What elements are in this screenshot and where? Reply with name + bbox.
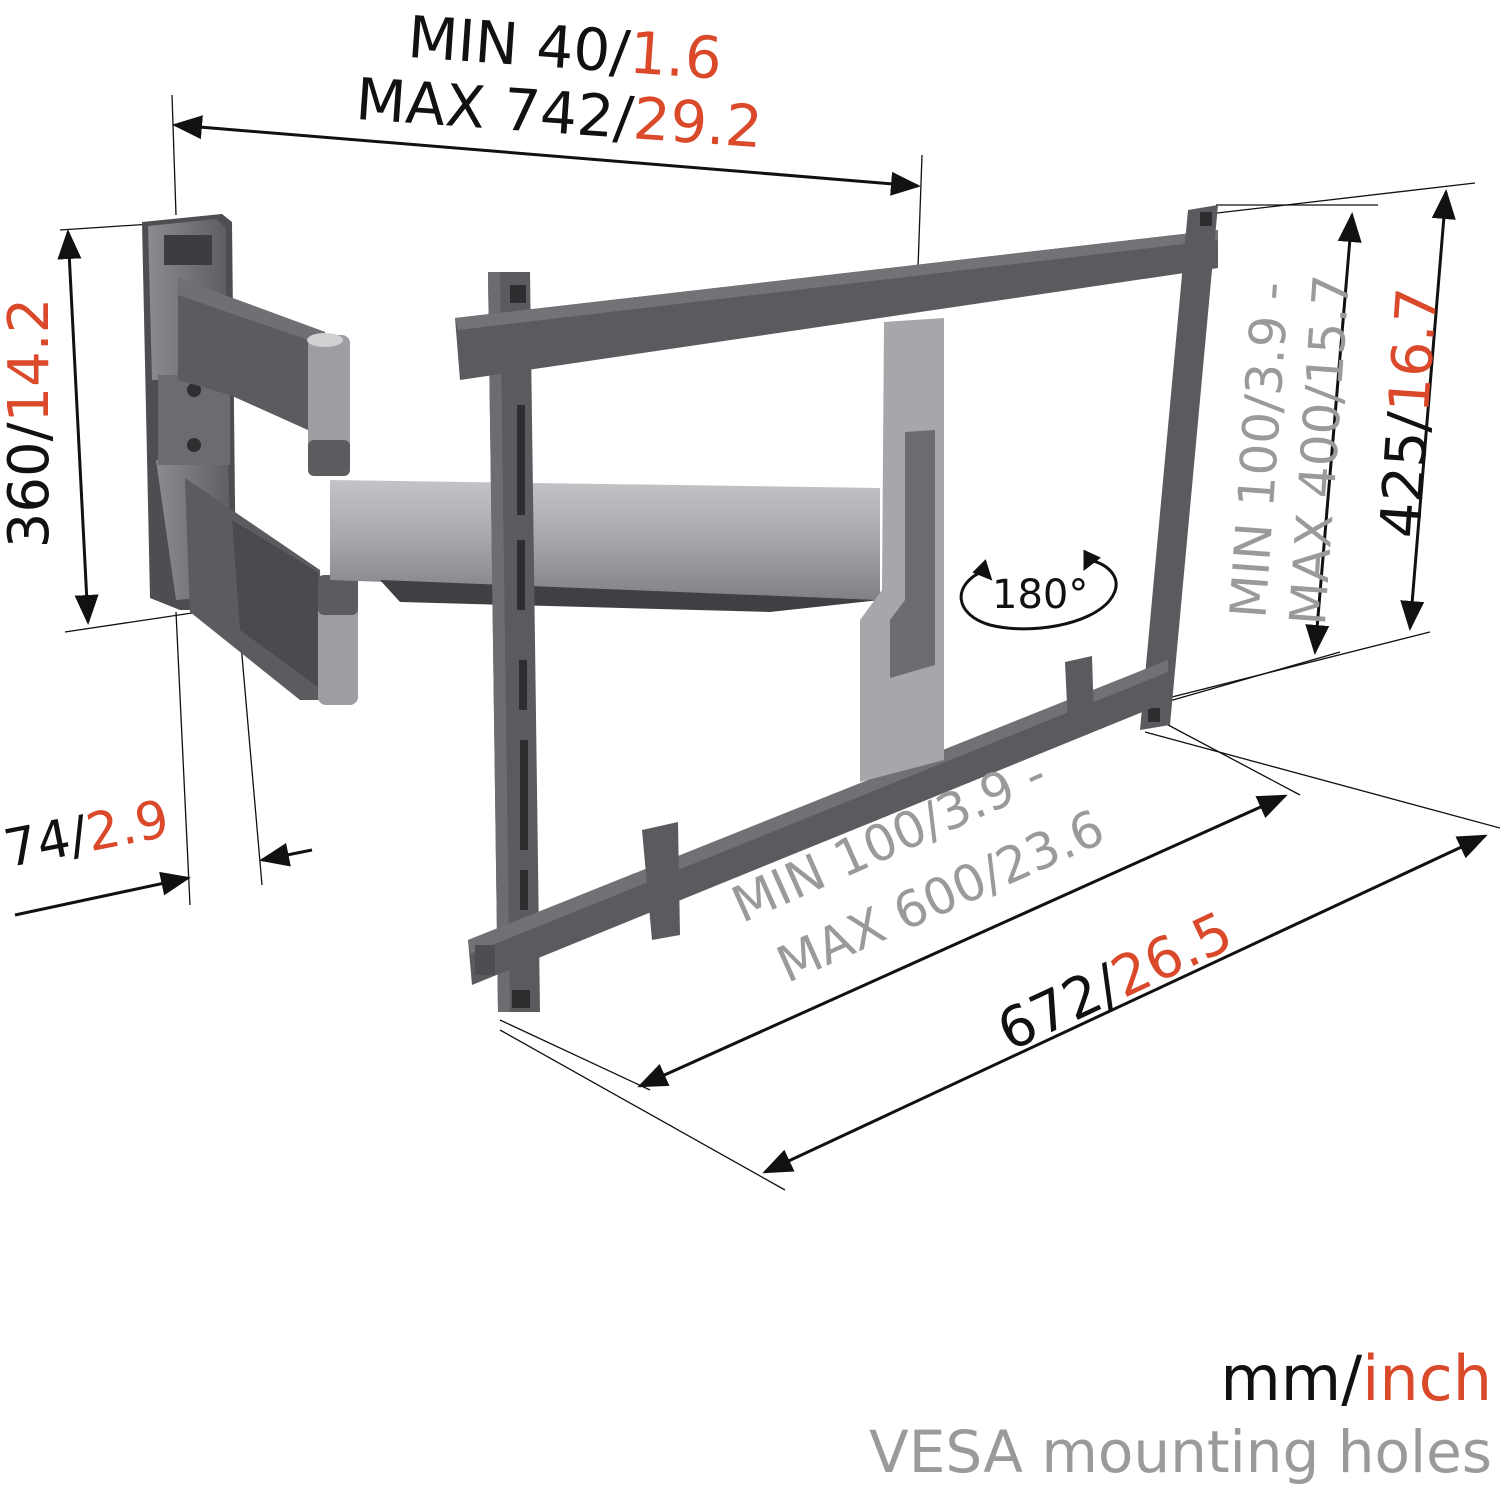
dimension-arrow-icon [762,834,1488,1174]
dimension-arrow-icon [14,871,191,917]
rotation-label: 180° [992,572,1089,618]
dimension-arrow-icon [1305,212,1362,655]
plate-height-label: 360/14.2 [0,297,62,549]
tv-bracket-frame [455,205,1218,1012]
vesa-legend: VESA mounting holes [869,1418,1492,1486]
dimension-arrow-icon [57,229,99,625]
rotation-arrows-icon [959,549,1118,631]
unit-mm: mm/ [1220,1342,1363,1415]
dimension-arrow-icon [259,842,313,867]
dimension-arrow-icon [172,115,921,196]
unit-inch: inch [1362,1342,1492,1415]
dimension-arrow-icon [1400,189,1456,631]
unit-legend: mm/inch [1220,1342,1492,1415]
extension-lines [59,94,1500,1191]
dimension-arrows [14,115,1488,1174]
